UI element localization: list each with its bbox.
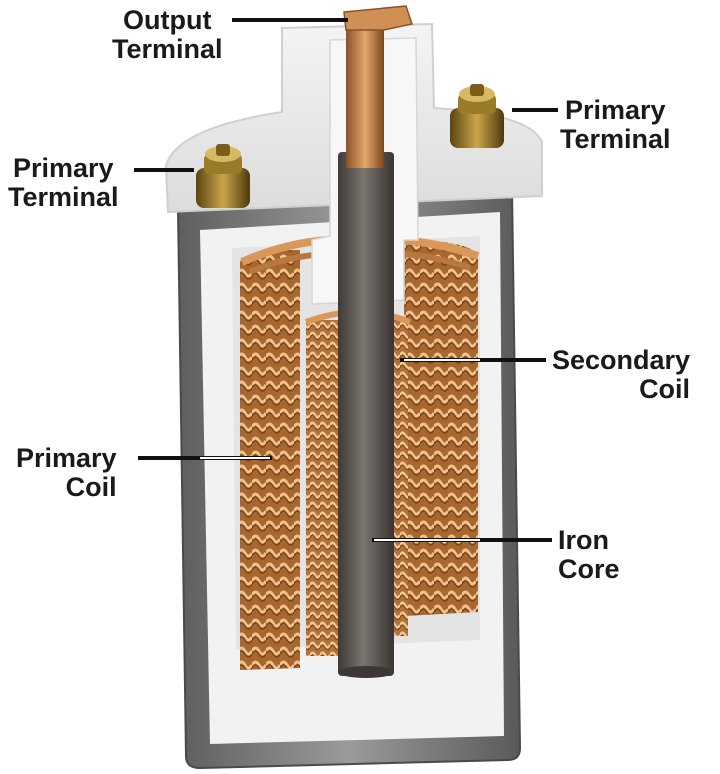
label-secondary-coil-line2: Coil (639, 374, 691, 404)
output-terminal-tab (343, 5, 413, 31)
iron-core (338, 152, 394, 676)
label-primary-terminal-left-line2: Terminal (8, 182, 119, 212)
label-primary-coil-line2: Coil (65, 472, 117, 502)
label-primary-coil-line1: Primary (16, 443, 117, 473)
label-iron-core-line2: Core (558, 554, 620, 584)
label-secondary-coil: Secondary Coil (552, 346, 690, 404)
label-output-terminal-line1: Output (123, 5, 212, 35)
left-primary-terminal (196, 144, 250, 208)
label-primary-terminal-left-line1: Primary (12, 153, 114, 183)
label-iron-core-line1: Iron (558, 525, 609, 555)
secondary-coil-winding-left (306, 320, 344, 656)
label-output-terminal-line2: Terminal (112, 34, 223, 64)
label-secondary-coil-line1: Secondary (552, 345, 691, 375)
label-output-terminal: Output Terminal (112, 6, 223, 64)
label-primary-terminal-right-line2: Terminal (560, 124, 671, 154)
label-primary-terminal-right: Primary Terminal (560, 96, 671, 154)
label-iron-core: Iron Core (558, 526, 620, 584)
primary-coil-winding-right (404, 240, 478, 616)
label-primary-terminal-left: Primary Terminal (8, 154, 119, 212)
output-rod (346, 28, 384, 168)
label-primary-terminal-right-line1: Primary (564, 95, 666, 125)
iron-core-base (338, 666, 394, 678)
label-primary-coil: Primary Coil (16, 444, 117, 502)
right-primary-terminal (450, 84, 504, 148)
